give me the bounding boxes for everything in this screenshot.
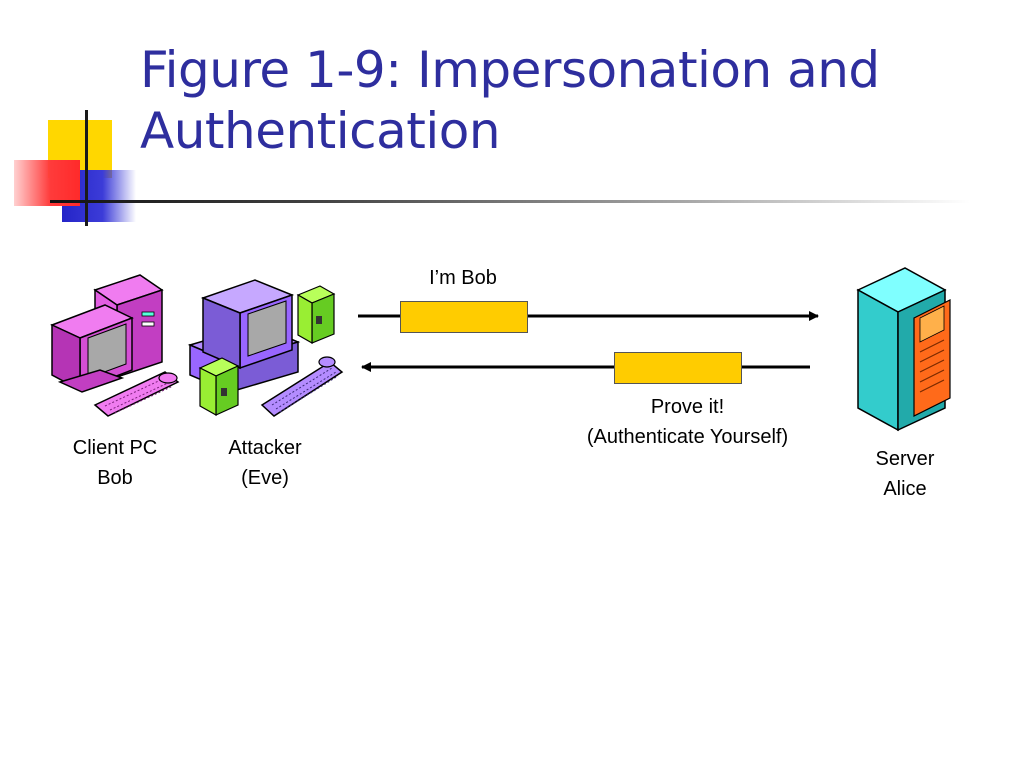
title-line-2: Authentication <box>140 102 501 160</box>
server-label-line-2: Alice <box>883 478 927 500</box>
attacker-label-line-2: (Eve) <box>241 467 289 489</box>
decorative-vertical-line <box>85 110 88 226</box>
title-underline <box>50 200 970 203</box>
challenge-label-line-2: (Authenticate Yourself) <box>586 426 789 448</box>
client-label-line-2: Bob <box>97 467 133 489</box>
server-icon <box>856 267 951 432</box>
attacker-label: Attacker (Eve) <box>200 433 330 493</box>
client-pc-icon <box>50 274 180 417</box>
challenge-message-box <box>614 352 742 384</box>
slide-title: Figure 1-9: Impersonation and Authentica… <box>140 40 1010 162</box>
server-label: Server Alice <box>845 444 965 504</box>
decorative-red-square <box>14 160 80 206</box>
client-label-line-1: Client PC <box>72 437 158 459</box>
server-label-line-1: Server <box>875 448 935 470</box>
request-message-box <box>400 301 528 333</box>
client-label: Client PC Bob <box>50 433 180 493</box>
title-line-1: Figure 1-9: Impersonation and <box>140 41 880 99</box>
challenge-label-line-1: Prove it! <box>650 396 725 418</box>
attacker-pc-icon <box>187 279 344 417</box>
challenge-label: Prove it! (Authenticate Yourself) <box>540 392 835 452</box>
attacker-label-line-1: Attacker <box>228 437 302 459</box>
request-label: I’m Bob <box>429 267 497 289</box>
